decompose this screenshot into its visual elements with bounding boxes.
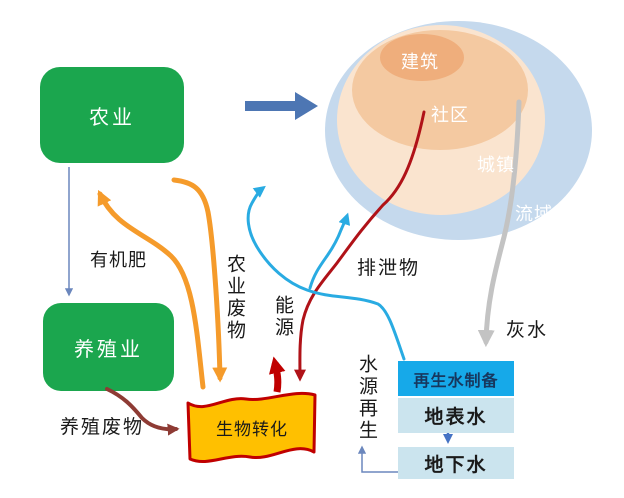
agriculture-label: 农业 bbox=[89, 104, 135, 129]
reclaimed-water-prep-label: 再生水制备 bbox=[413, 370, 499, 390]
agriculture-to-town-arrow bbox=[245, 92, 318, 120]
water-regeneration-label: 水源再生 bbox=[356, 354, 378, 442]
node-aquaculture: 养殖业 bbox=[43, 303, 174, 391]
agricultural-waste-label: 农业废物 bbox=[224, 254, 246, 342]
greywater-arrow bbox=[477, 99, 522, 348]
reclaimed-water-to-agriculture-arrow bbox=[246, 185, 406, 361]
node-groundwater: 地下水 bbox=[398, 447, 514, 479]
organic-fertilizer-arrow bbox=[97, 189, 206, 390]
groundwater-label: 地下水 bbox=[424, 453, 488, 476]
node-agriculture: 农业 bbox=[40, 67, 184, 163]
groundwater-regeneration-arrow bbox=[357, 445, 398, 473]
organic-fertilizer-label: 有机肥 bbox=[90, 250, 147, 271]
breeding-waste-label: 养殖废物 bbox=[60, 416, 145, 438]
ring-label-building: 建筑 bbox=[401, 52, 439, 73]
energy-label: 能源 bbox=[272, 295, 294, 339]
aquaculture-label: 养殖业 bbox=[74, 336, 143, 361]
ring-label-community: 社区 bbox=[431, 105, 469, 126]
node-reclaimed-water-prep: 再生水制备 bbox=[398, 361, 514, 396]
agricultural-waste-arrow bbox=[171, 177, 228, 383]
biotransformation-label: 生物转化 bbox=[216, 420, 288, 440]
breeding-waste-arrow bbox=[105, 387, 180, 436]
energy-arrow bbox=[268, 356, 286, 393]
greywater-label: 灰水 bbox=[506, 319, 549, 341]
reclaimed-water-to-town-arrow bbox=[308, 212, 351, 290]
excreta-label: 排泄物 bbox=[357, 257, 421, 279]
excreta-arrow bbox=[293, 110, 426, 382]
ring-label-watershed: 流域 bbox=[515, 204, 553, 225]
surface-water-label: 地表水 bbox=[424, 406, 488, 428]
ring-building bbox=[380, 34, 464, 81]
ring-label-town: 城镇 bbox=[477, 155, 515, 176]
node-surface-water: 地表水 bbox=[398, 398, 514, 433]
node-biotransformation-banner bbox=[186, 391, 317, 464]
